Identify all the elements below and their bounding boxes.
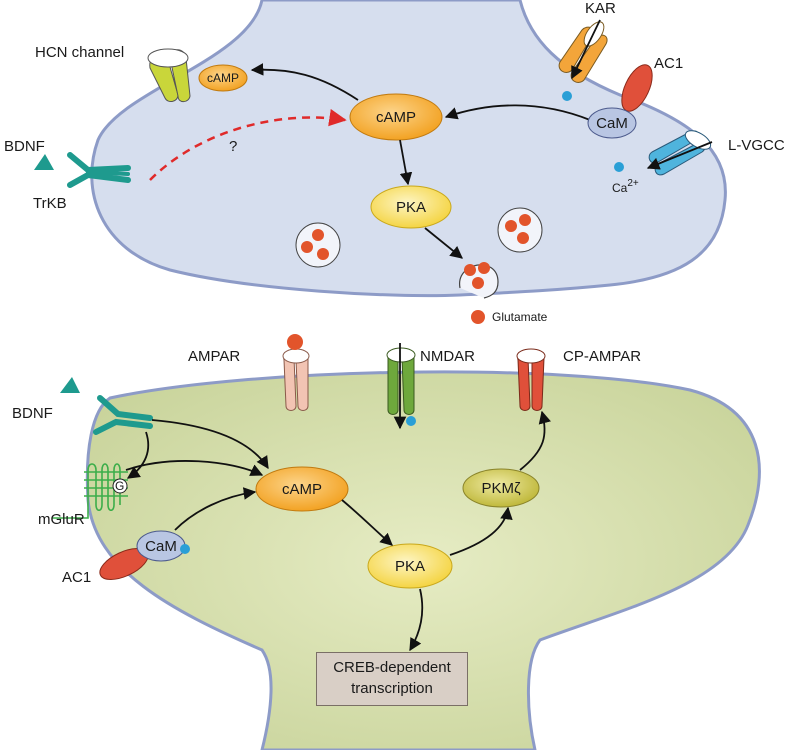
arrow-cam-to-camp	[444, 104, 591, 121]
calcium-label: Ca2+	[612, 178, 639, 195]
hcn-channel-label: HCN channel	[35, 44, 124, 61]
post-camp-label: cAMP	[282, 481, 322, 498]
pre-bdnf-label: BDNF	[4, 138, 45, 155]
pre-bdnf-triangle	[34, 154, 54, 170]
g-protein-label: G	[115, 479, 124, 493]
arrow-pka-to-creb	[409, 588, 424, 652]
post-cam-calcium-ion	[180, 544, 190, 554]
mglur-receptor	[52, 463, 128, 519]
arrow-cam-to-camp	[174, 487, 257, 531]
post-bdnf-label: BDNF	[12, 405, 53, 422]
presynaptic-terminal	[90, 0, 727, 298]
nmdar-receptor	[386, 347, 416, 415]
arrow-camp-to-pka	[341, 499, 393, 546]
pre-trkb-label: TrKB	[33, 195, 67, 212]
pre-pka-node	[370, 185, 452, 229]
creb-transcription-box: CREB-dependent transcription	[316, 652, 468, 706]
arrow-mglur-to-camp	[125, 460, 264, 476]
ampar-receptor	[282, 334, 310, 411]
mglur-label: mGluR	[38, 511, 85, 528]
post-ac1-label: AC1	[62, 569, 91, 586]
pre-cam-label: CaM	[596, 115, 628, 132]
arrow-pka-to-vesicle	[424, 227, 463, 259]
post-cam-label: CaM	[145, 538, 177, 555]
arrow-camp-to-pka	[399, 139, 413, 186]
ampar-label: AMPAR	[188, 348, 240, 365]
arrow-trkb-to-camp	[151, 419, 269, 470]
vesicle-right	[497, 207, 543, 253]
creb-line-1: CREB-dependent	[333, 659, 451, 676]
arrow-camp-to-hcn	[250, 63, 359, 101]
calcium-ion	[614, 162, 624, 172]
cp-ampar-label: CP-AMPAR	[563, 348, 641, 365]
lvgcc-channel	[648, 130, 712, 176]
nmdar-calcium-ion	[406, 416, 416, 426]
pre-cam	[587, 107, 637, 139]
hcn-camp-node	[198, 64, 248, 92]
question-mark: ?	[229, 138, 237, 155]
dashed-arrow-trkb-to-camp	[149, 108, 347, 181]
post-pka-node	[367, 543, 453, 589]
glutamate-legend-dot	[471, 310, 485, 324]
post-pka-label: PKA	[395, 558, 425, 575]
nmdar-label: NMDAR	[420, 348, 475, 365]
hcn-channel: cAMP	[147, 48, 248, 103]
pre-trkb-receptor	[67, 152, 131, 188]
post-trkb-receptor	[93, 395, 153, 435]
fusing-vesicle	[459, 262, 499, 299]
pre-camp-node	[349, 93, 443, 141]
arrow-pkmz-to-cp-ampar	[519, 410, 551, 471]
vesicle-left	[295, 222, 341, 268]
creb-line-2: transcription	[351, 680, 433, 697]
pre-ac1-label: AC1	[654, 55, 683, 72]
arrow-pka-to-pkmz	[449, 506, 513, 556]
lvgcc-ion-arrow	[646, 141, 713, 170]
kar-calcium-ion	[562, 91, 572, 101]
pre-camp-label: cAMP	[376, 109, 416, 126]
pkmz-label: PKMζ	[481, 480, 521, 497]
kar-label: KAR	[585, 0, 616, 17]
lvgcc-label: L-VGCC	[728, 137, 785, 154]
pre-pka-label: PKA	[396, 199, 426, 216]
arrow-trkb-to-g	[126, 431, 150, 479]
g-protein	[112, 478, 128, 494]
glutamate-label: Glutamate	[492, 310, 548, 324]
post-bdnf-triangle	[60, 377, 80, 393]
kar-receptor	[558, 21, 608, 83]
kar-ion-arrow	[571, 19, 601, 80]
hcn-camp-label: cAMP	[207, 71, 239, 85]
cp-ampar-receptor	[516, 348, 546, 411]
